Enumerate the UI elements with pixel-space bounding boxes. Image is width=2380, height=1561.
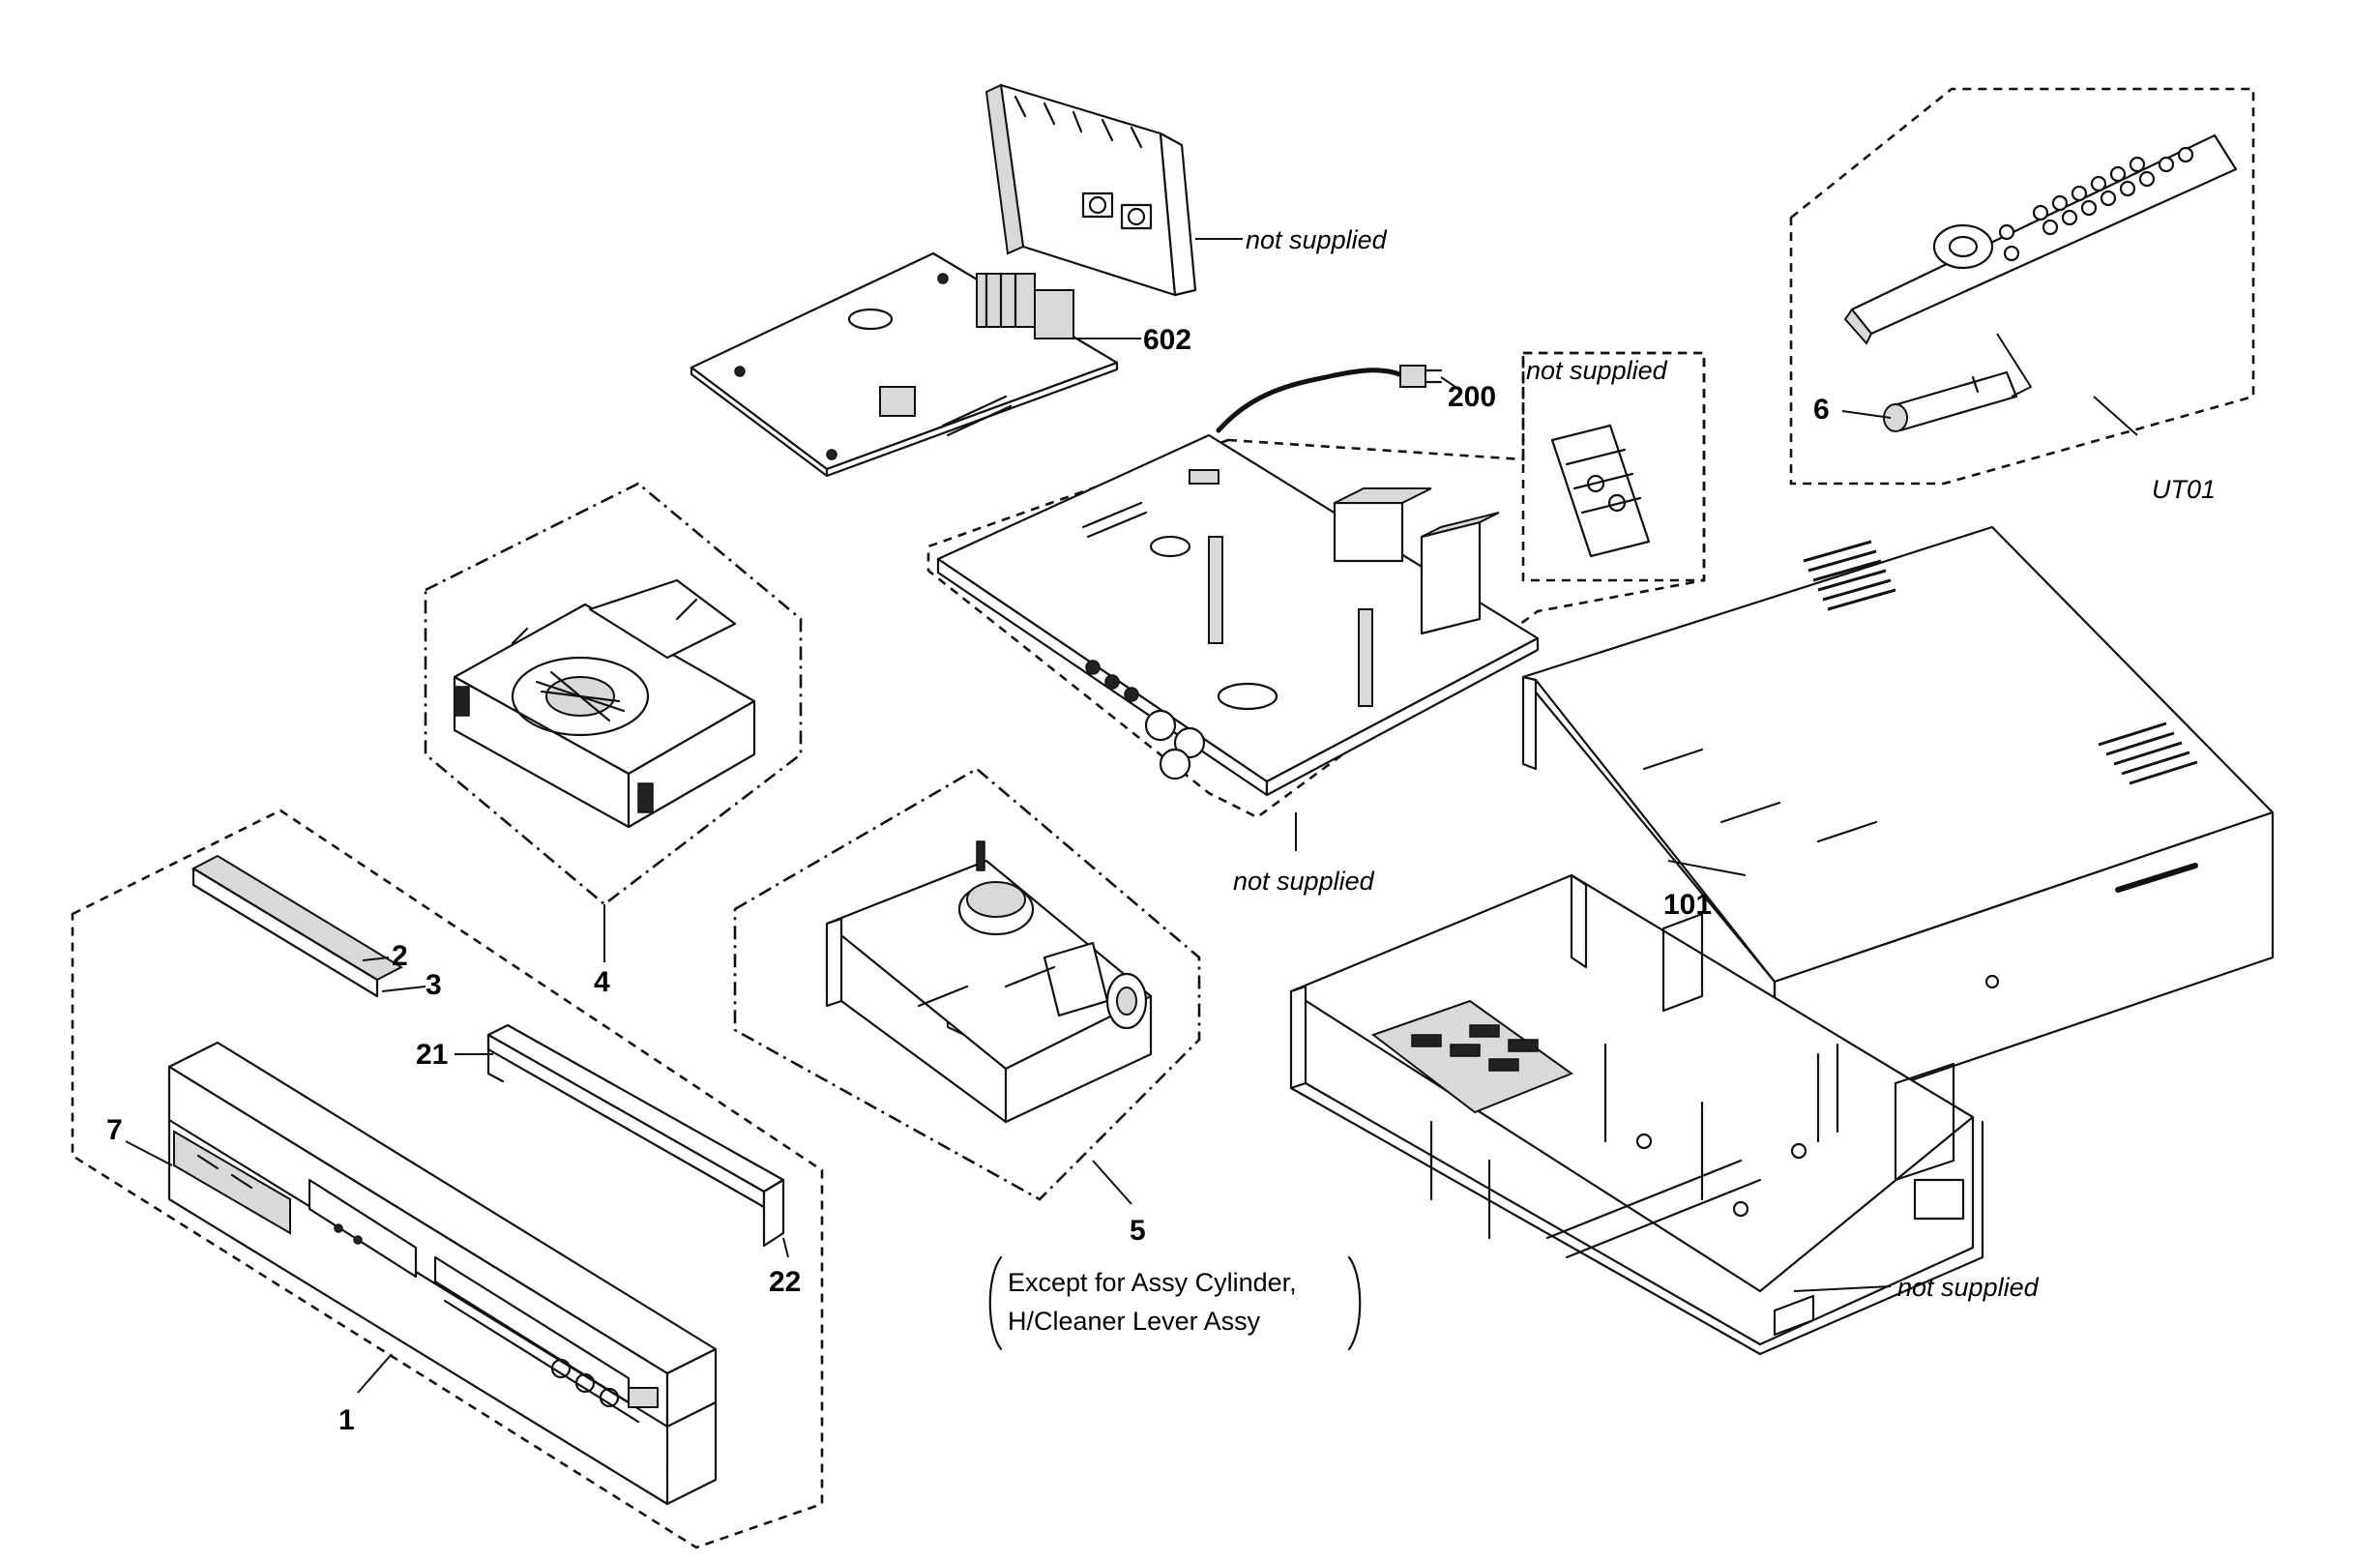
label-602: 602 — [1143, 324, 1191, 356]
remote-control — [1843, 133, 2238, 432]
small-bracket — [1550, 424, 1651, 558]
mech-group-boundary — [733, 767, 1201, 1201]
label-101: 101 — [1663, 889, 1712, 921]
main-board-assembly — [936, 433, 1540, 1056]
part-5-vcr-mechanism — [825, 840, 1153, 1124]
remote-buttons — [1998, 146, 2194, 262]
chassis — [1289, 873, 1984, 1356]
label-4: 4 — [594, 966, 610, 998]
caption-line-2: H/Cleaner Lever Assy — [1008, 1307, 1261, 1336]
small-bracket-boundary — [1521, 351, 1706, 582]
part-21-bracket — [486, 1023, 785, 1248]
remote-group-boundary — [1789, 87, 2255, 486]
front-panel-group-boundary — [71, 809, 824, 1549]
main-board-boundary — [926, 351, 1706, 819]
label-200: 200 — [1448, 381, 1496, 413]
note-ut01: UT01 — [2152, 475, 2216, 504]
leader-22 — [782, 1237, 789, 1258]
leader-remote — [1996, 333, 2033, 398]
leader-chassis — [1793, 1285, 1892, 1292]
leader-2 — [362, 957, 390, 961]
part-2-door — [191, 854, 404, 998]
label-22: 22 — [769, 1266, 801, 1298]
vent-slots-side — [2098, 722, 2198, 785]
part-200-power-cord — [1216, 365, 1443, 433]
caption-line-1: Except for Assy Cylinder, — [1008, 1268, 1297, 1297]
loader-group-boundary — [424, 482, 803, 906]
leader-101 — [1667, 860, 1747, 876]
leader-5 — [1092, 1160, 1132, 1205]
note-not-supplied-cover: not supplied — [1526, 356, 1668, 385]
leader-ut01 — [2093, 396, 2138, 436]
part-4-dvd-loader — [453, 578, 756, 829]
vent-slots-top — [1803, 540, 1896, 611]
note-not-supplied-board: not supplied — [1233, 867, 1375, 896]
note-not-supplied-top: not supplied — [1246, 225, 1388, 254]
label-6: 6 — [1813, 394, 1830, 426]
chassis-board-detail — [1411, 1024, 1539, 1072]
label-3: 3 — [426, 969, 442, 1001]
leader-1 — [357, 1353, 393, 1394]
part-602-board — [690, 251, 1119, 478]
label-5: 5 — [1130, 1215, 1146, 1247]
part-7-display-window — [173, 1130, 291, 1235]
label-1: 1 — [338, 1404, 355, 1436]
part-1-front-panel — [167, 1041, 718, 1506]
rear-jack-bracket — [984, 83, 1197, 297]
label-2: 2 — [392, 940, 408, 972]
leader-200 — [1440, 376, 1456, 388]
caption-exception: Except for Assy Cylinder, H/Cleaner Leve… — [988, 1255, 1362, 1351]
label-21: 21 — [416, 1039, 448, 1071]
leader-6 — [1841, 410, 1892, 419]
label-7: 7 — [106, 1114, 123, 1146]
note-not-supplied-chassis: not supplied — [1897, 1273, 2040, 1302]
leader-3 — [381, 986, 426, 992]
leader-7 — [125, 1140, 173, 1166]
